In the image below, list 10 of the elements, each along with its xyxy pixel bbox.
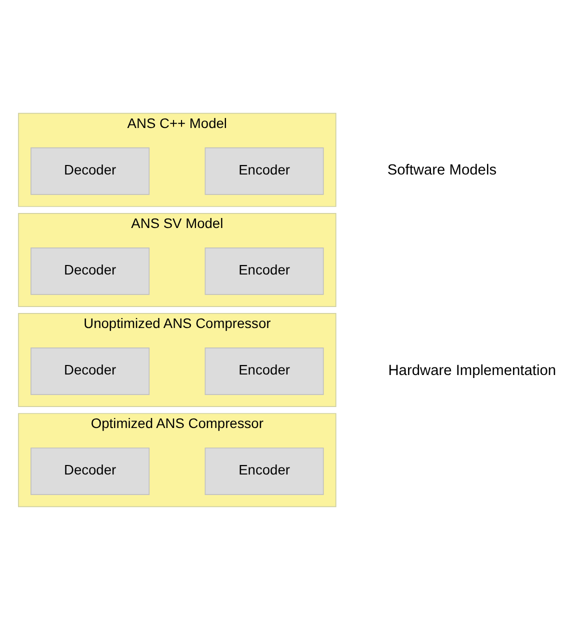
node-box: Decoder [30, 347, 150, 394]
node-box: Encoder [204, 246, 324, 294]
node-box: Encoder [204, 347, 324, 394]
node-box: Decoder [30, 246, 150, 294]
node-box: Decoder [30, 447, 150, 494]
label: Software Models [387, 162, 497, 178]
node-box: Decoder [30, 146, 150, 194]
node-box: Encoder [204, 146, 324, 194]
node-box: Encoder [204, 447, 324, 494]
label: Hardware Implementation [388, 362, 556, 378]
